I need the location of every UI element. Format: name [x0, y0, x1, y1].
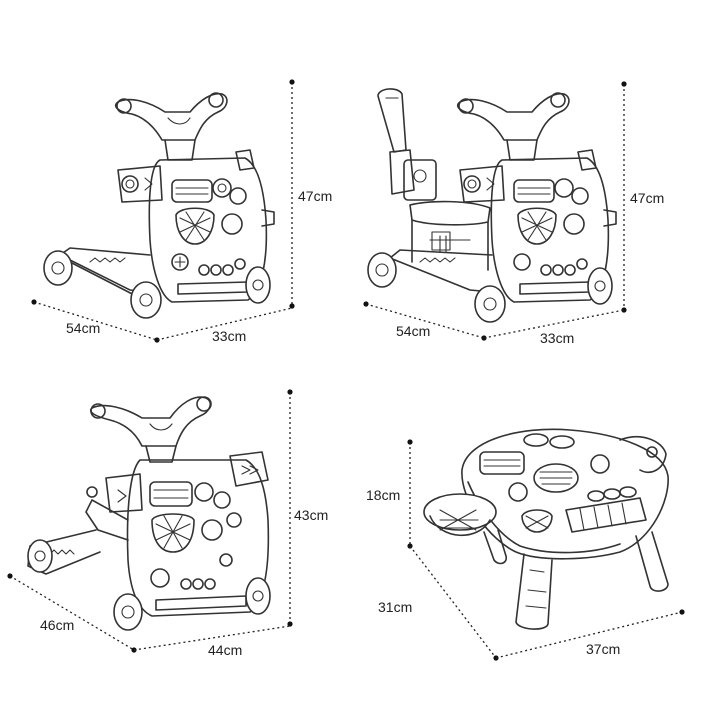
height-label-3: 43cm	[294, 507, 328, 523]
width-label-1: 33cm	[212, 328, 246, 344]
height-label-2: 47cm	[630, 190, 664, 206]
walker-illustration-2	[367, 88, 617, 323]
dimension-lines-1	[31, 79, 295, 343]
depth-label-2: 54cm	[396, 323, 430, 339]
dimension-lines-2	[363, 81, 627, 341]
width-label-2: 33cm	[540, 330, 574, 346]
activity-table-illustration	[423, 428, 669, 630]
height-label-4: 18cm	[366, 487, 400, 503]
walker-illustration-3	[27, 396, 271, 631]
width-label-4: 37cm	[586, 641, 620, 657]
width-label-3: 44cm	[208, 642, 242, 658]
depth-label-3: 46cm	[40, 617, 74, 633]
dimension-lines-4	[407, 439, 685, 661]
height-label-1: 47cm	[298, 188, 332, 204]
depth-label-4: 31cm	[378, 599, 412, 615]
depth-label-1: 54cm	[66, 320, 100, 336]
dimension-lines-3	[7, 389, 293, 653]
walker-illustration-1	[43, 92, 275, 319]
